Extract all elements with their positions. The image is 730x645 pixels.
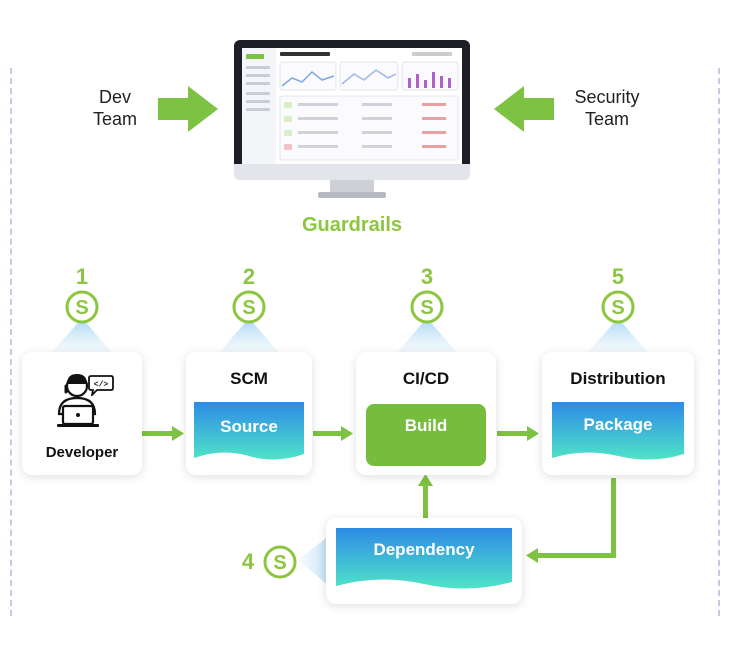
developer-card: </> Developer: [22, 352, 142, 475]
monitor-chin: [234, 164, 470, 180]
dashboard-screenshot: [242, 48, 462, 164]
dev-team-arrow-icon: [158, 86, 218, 132]
distribution-card: Distribution Package: [542, 352, 694, 475]
step-number-3: 3: [420, 264, 434, 289]
dependency-wave-box: [336, 528, 512, 589]
arrow-distribution-down: [611, 478, 616, 558]
arrow-cicd-to-distribution: [497, 431, 529, 436]
dependency-card: Dependency: [326, 518, 522, 604]
distribution-title: Distribution: [570, 369, 666, 388]
package-label: Package: [583, 415, 653, 434]
dev-team-label: Dev Team: [80, 86, 150, 130]
package-wave-box: [552, 402, 684, 460]
step-number-1: 1: [75, 264, 89, 289]
security-team-label: Security Team: [560, 86, 654, 130]
s-circle-icon-2: S: [232, 290, 266, 324]
left-dashed-border: [10, 68, 12, 616]
security-team-line-2: Team: [584, 109, 629, 129]
cone-5: [586, 318, 650, 355]
step-number-2: 2: [242, 264, 256, 289]
monitor-stand: [318, 192, 386, 198]
monitor-neck: [330, 180, 374, 192]
build-box: Build: [366, 404, 486, 466]
scm-title: SCM: [230, 369, 268, 388]
security-team-line-1: Security: [574, 87, 640, 107]
scm-card: SCM Source: [186, 352, 312, 475]
cone-1: [50, 318, 114, 355]
svg-text:S: S: [273, 552, 286, 574]
guardrails-label: Guardrails: [301, 214, 403, 236]
developer-label: Developer: [45, 444, 119, 461]
svg-text:S: S: [611, 297, 624, 319]
s-circle-icon-5: S: [601, 290, 635, 324]
security-team-arrow-icon: [494, 86, 554, 132]
right-dashed-border: [718, 68, 720, 616]
code-bubble-icon: </>: [88, 375, 114, 396]
s-circle-icon-1: S: [65, 290, 99, 324]
step-number-5: 5: [611, 264, 625, 289]
arrow-scm-to-cicd: [313, 431, 343, 436]
svg-text:S: S: [242, 297, 255, 319]
dev-team-line-1: Dev: [98, 87, 131, 107]
cone-3: [395, 318, 459, 355]
build-label: Build: [404, 416, 448, 435]
s-circle-icon-3: S: [410, 290, 444, 324]
svg-text:</>: </>: [94, 381, 109, 390]
source-label: Source: [220, 417, 278, 436]
dashboard-monitor: [234, 40, 470, 178]
dashboard-screen: [242, 48, 462, 164]
step-number-4: 4: [241, 549, 255, 574]
dev-team-line-2: Team: [92, 109, 137, 129]
arrow-dependency-to-build: [423, 484, 428, 520]
svg-text:S: S: [75, 297, 88, 319]
source-wave-box: [194, 402, 304, 460]
developer-laptop-icon: [57, 374, 99, 427]
svg-text:S: S: [420, 297, 433, 319]
arrow-developer-to-scm: [142, 431, 174, 436]
cicd-title: CI/CD: [402, 369, 450, 388]
dependency-label: Dependency: [373, 540, 475, 559]
s-circle-icon-4: S: [263, 545, 297, 579]
cone-2: [217, 318, 281, 355]
